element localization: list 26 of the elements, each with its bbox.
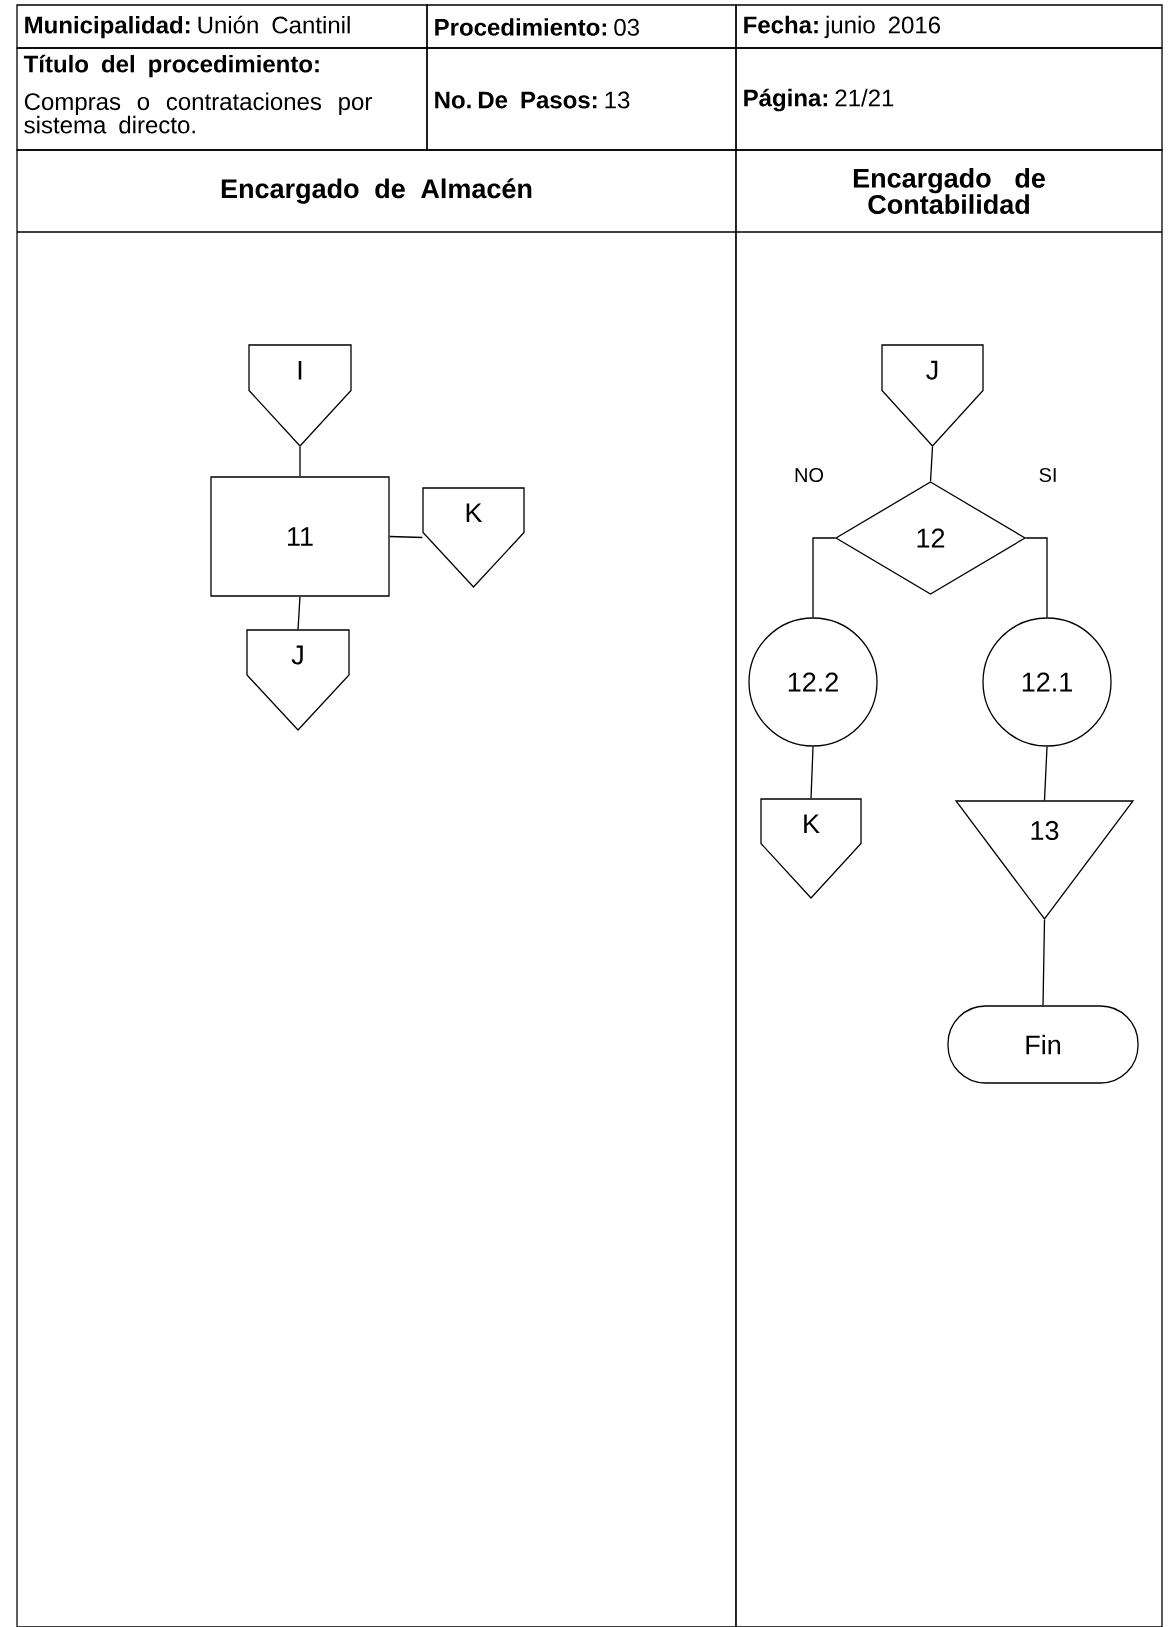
terminal-box: Fin [947,1005,1139,1084]
table-cell: Página: 21/21 [735,47,1163,151]
off-page-connector: K [422,487,525,588]
table-cell: Municipalidad: Unión Cantinil [16,4,428,49]
table-cell: Fecha: junio 2016 [735,4,1163,49]
circle-step: 12.1 [982,617,1112,747]
connector-line [810,746,814,799]
connector-line [297,596,301,630]
connector-line [1025,537,1048,618]
connector-line [929,446,934,482]
table-cell: Título del procedimiento: Compras o contrataciones por sistema directo. [16,47,428,151]
off-page-connector: K [760,798,862,899]
connector-line [299,446,301,477]
connector-line [812,537,836,618]
edge-label: NO [793,466,825,484]
off-page-connector: J [881,344,984,447]
table-cell: Procedimiento: 03 [426,4,737,49]
connector-line [389,535,423,539]
off-page-connector: I [248,344,352,447]
circle-step: 12.2 [748,617,878,747]
table-cell: No. De Pasos: 13 [426,47,737,151]
process-box: 11 [210,476,390,597]
edge-label: SI [1037,466,1059,484]
connector-line [1042,919,1046,1006]
off-page-connector: J [246,629,350,731]
connector-line [1043,746,1048,801]
